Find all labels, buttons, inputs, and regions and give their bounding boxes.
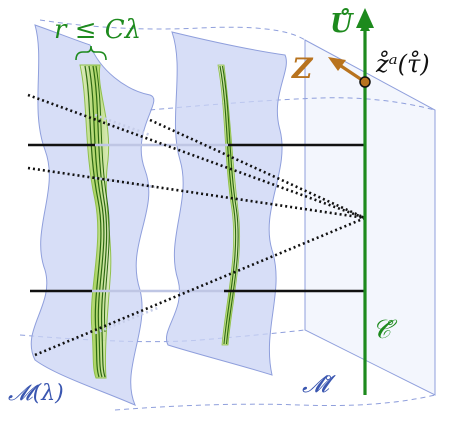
ambient-box xyxy=(19,19,436,411)
arrow-u-head xyxy=(356,8,374,28)
box-right-face xyxy=(304,39,436,396)
radius-condition-label: r ≤ Cλ xyxy=(54,15,141,45)
point-label: z̊ᵃ(τ̊) xyxy=(375,50,430,78)
arrow-z-head xyxy=(328,57,346,71)
tube-middle xyxy=(217,64,241,346)
dotted-lines-faded xyxy=(94,113,161,335)
tube-left xyxy=(79,64,112,379)
vector-z-label: Z xyxy=(291,52,314,85)
manifold-label: 𝓜̊ xyxy=(302,370,336,398)
dotted-lines xyxy=(27,93,366,357)
family-label: 𝓜(λ) xyxy=(8,381,64,406)
sheet-middle xyxy=(166,31,287,376)
vector-u-label: Ů xyxy=(330,7,354,39)
brace xyxy=(75,45,107,61)
point-marker xyxy=(359,76,371,88)
box-bottom-front-edge xyxy=(114,394,436,411)
box-top-back-edge xyxy=(39,19,306,41)
sheet-left xyxy=(30,24,155,406)
horizontal-lines xyxy=(28,143,365,293)
